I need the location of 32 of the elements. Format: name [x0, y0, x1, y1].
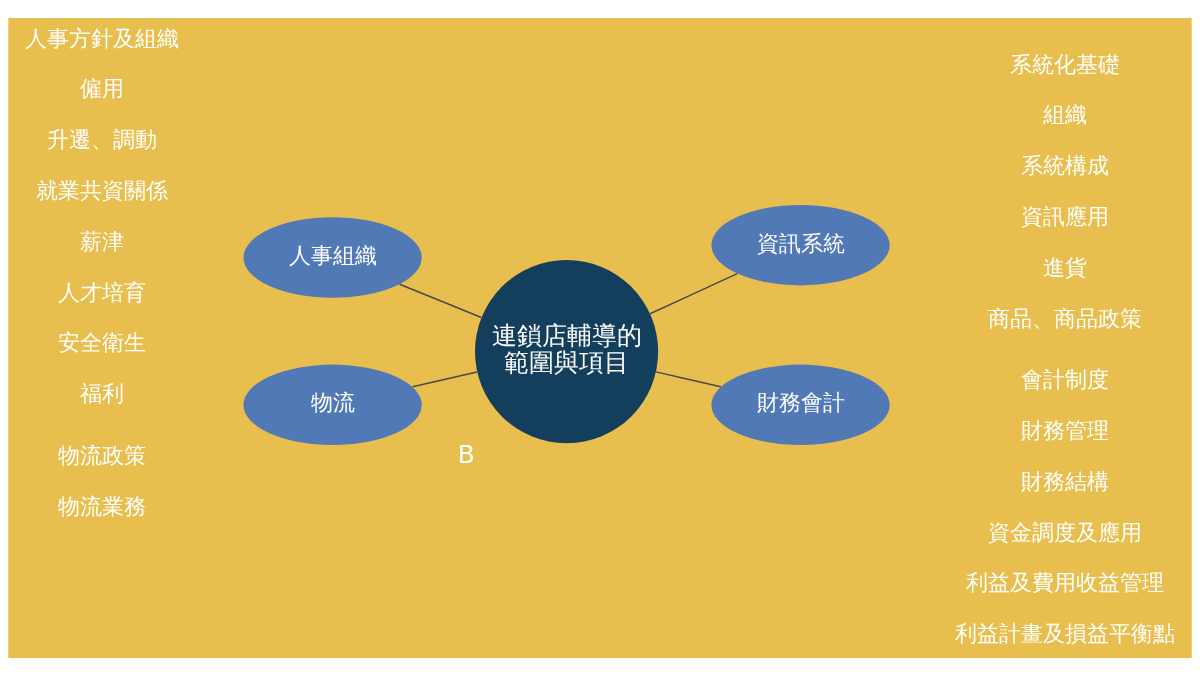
node-label: 福利 — [79, 379, 124, 406]
node-label: 僱用 — [79, 74, 124, 101]
connector — [655, 370, 722, 388]
node-label: 物流政策 — [57, 441, 146, 468]
node-circle: 連鎖店輔導的範圍與項目 — [475, 259, 659, 443]
node-label: 商品、商品政策 — [987, 304, 1142, 330]
node-label: 進貨 — [1042, 253, 1087, 280]
node-label: 組織 — [1042, 100, 1087, 127]
node-ellipse: 資訊系統 — [711, 204, 890, 285]
node-label: 系統構成 — [1020, 151, 1109, 178]
node-ellipse: 財務會計 — [711, 364, 890, 445]
connector — [411, 370, 478, 387]
node-ellipse: 人事組織 — [243, 216, 422, 298]
node-label: 物流業務 — [57, 492, 146, 519]
node-label: 系統化基礎 — [1009, 50, 1120, 77]
node-label: 財務結構 — [1020, 467, 1109, 494]
node-label: 財務管理 — [1020, 416, 1109, 443]
node-label: 利益及費用收益管理 — [965, 568, 1164, 595]
node-label: 資金調度及應用 — [987, 518, 1142, 545]
node-label: 人事方針及組織 — [24, 24, 179, 51]
node-label: 安全衛生 — [57, 328, 146, 355]
connector — [398, 283, 482, 318]
node-label: 升遷、調動 — [46, 125, 157, 152]
connector — [649, 272, 739, 315]
node-label: 就業共資關係 — [35, 176, 168, 203]
node-label: 會計制度 — [1020, 365, 1109, 392]
node-label: 資訊應用 — [1020, 202, 1109, 229]
node-label: 利益計畫及損益平衡點 — [954, 619, 1175, 646]
node-label: 薪津 — [79, 227, 124, 254]
node-label: 人才培育 — [57, 278, 146, 304]
node-ellipse: 物流 — [243, 364, 422, 445]
node-label: B — [457, 439, 475, 469]
